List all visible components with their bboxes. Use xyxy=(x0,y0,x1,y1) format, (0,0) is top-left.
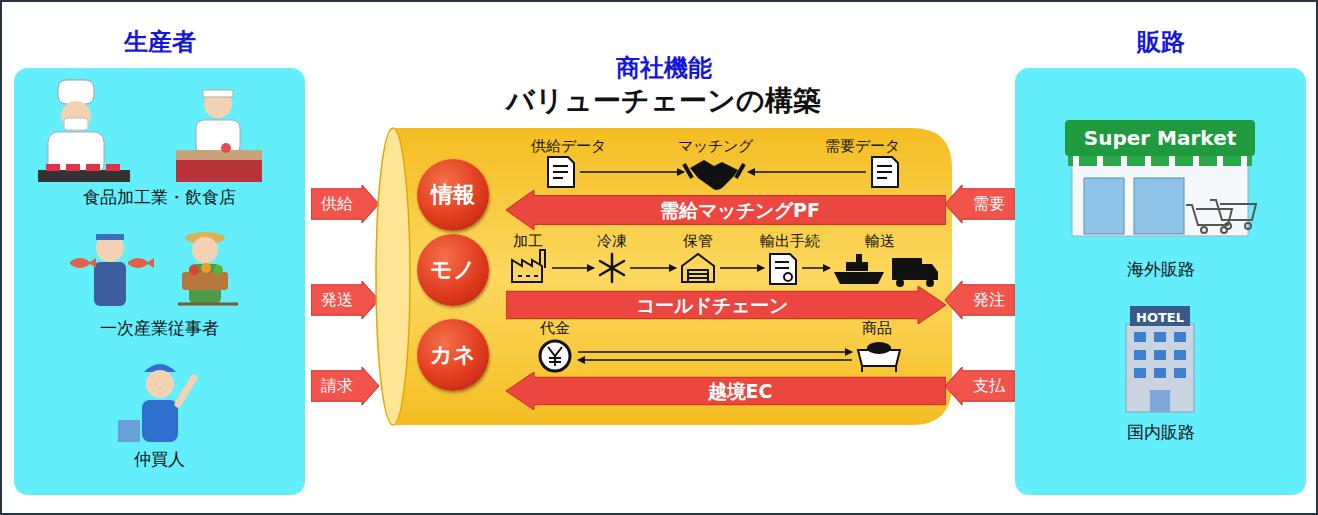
label-slot: 代金 xyxy=(435,318,675,337)
snowflake-icon xyxy=(600,254,624,282)
hotel-illustration xyxy=(1126,306,1194,412)
supermarket-illustration xyxy=(1065,120,1256,236)
group-label: 海外販路 xyxy=(1127,259,1195,279)
group-label: バリューチェーンの構築 xyxy=(500,84,827,118)
flow-arrow xyxy=(552,267,594,269)
arrow-outline xyxy=(311,281,379,319)
label: 供給データ xyxy=(531,137,606,155)
label: HOTEL xyxy=(1136,310,1184,326)
fisherman-figure xyxy=(70,234,154,306)
sales-channel-panel: 販路海外販路国内販路 xyxy=(1015,28,1306,495)
info-circle: 情報 xyxy=(417,159,489,231)
flow-arrow xyxy=(578,351,852,353)
text-slot: 一次産業従事者 xyxy=(14,318,305,338)
text-slot: 生産者 xyxy=(14,28,305,57)
text-slot: 販路 xyxy=(1015,28,1306,57)
cook-figure xyxy=(176,90,262,182)
cold-chain-band: コールドチェーン xyxy=(506,286,946,324)
label-slot: HOTEL xyxy=(1040,307,1280,326)
arrow-label: 支払 xyxy=(973,376,1005,395)
handshake-icon xyxy=(684,160,744,190)
group-label: 食品加工業・飲食店 xyxy=(83,187,236,207)
arrow-outline xyxy=(506,190,946,230)
label-slot: 商品 xyxy=(757,318,997,337)
arrow-outline xyxy=(506,286,946,324)
arrow-outline xyxy=(945,281,1015,319)
flow-arrow xyxy=(748,171,866,173)
label: 需要データ xyxy=(825,137,900,155)
ship-truck-icon xyxy=(834,254,938,287)
flow-arrow xyxy=(720,267,764,269)
matching-band: 需給マッチングPF xyxy=(506,190,946,230)
label: マッチング xyxy=(678,137,753,155)
heading: 生産者 xyxy=(124,28,196,57)
flow-arrow xyxy=(802,267,830,269)
label: 代金 xyxy=(540,319,570,337)
arrow-label: 越境EC xyxy=(708,380,773,403)
label: 輸送 xyxy=(865,232,895,250)
arrow-label: 供給 xyxy=(321,194,353,213)
demand-arrow: 需要 xyxy=(945,185,1015,223)
cylinder-body xyxy=(393,128,952,425)
arrow-outline xyxy=(506,372,946,410)
order-arrow: 発注 xyxy=(945,281,1015,319)
label: 加工 xyxy=(513,232,543,250)
arrow-label: コールドチェーン xyxy=(636,294,788,317)
factory-icon xyxy=(512,250,545,282)
arrow-label: 需要 xyxy=(973,194,1005,213)
flow-arrow xyxy=(578,359,852,361)
text-slot: 仲買人 xyxy=(14,449,305,469)
circle-label: カネ xyxy=(430,342,476,368)
label: Super Market xyxy=(1084,126,1237,150)
group-label: 国内販路 xyxy=(1127,422,1195,442)
text-slot: 海外販路 xyxy=(1015,259,1306,279)
circle-label: モノ xyxy=(430,257,476,283)
label: 冷凍 xyxy=(597,232,627,250)
arrow-outline xyxy=(311,367,379,405)
heading: 商社機能 xyxy=(610,54,718,83)
label: 保管 xyxy=(683,232,713,250)
flow-arrow xyxy=(630,267,676,269)
label: 商品 xyxy=(862,319,892,337)
product-tray-icon xyxy=(858,342,900,372)
text-slot: 食品加工業・飲食店 xyxy=(14,187,305,207)
label-slot: 供給データ xyxy=(448,136,688,155)
arrow-label: 発注 xyxy=(973,290,1005,309)
cross-border-band: 越境EC xyxy=(506,372,946,410)
farmer-figure xyxy=(178,232,238,304)
broker-figure xyxy=(118,364,194,442)
arrow-outline xyxy=(311,185,379,223)
arrow-outline xyxy=(945,367,1015,405)
money-circle: カネ xyxy=(417,319,489,391)
text-slot: バリューチェーンの構築 xyxy=(375,84,952,118)
group-label: 一次産業従事者 xyxy=(100,318,219,338)
circle-label: 情報 xyxy=(431,182,475,208)
warehouse-icon xyxy=(682,254,714,282)
text-slot: 国内販路 xyxy=(1015,422,1306,442)
billing-arrow: 請求 xyxy=(311,367,379,405)
chef-figure xyxy=(38,80,130,182)
label-slot: Super Market xyxy=(1040,126,1280,150)
arrow-label: 請求 xyxy=(321,376,353,395)
flow-arrow xyxy=(580,171,684,173)
text-slot: 商社機能 xyxy=(375,54,952,83)
arrow-outline xyxy=(945,185,1015,223)
export-doc-icon xyxy=(770,254,796,284)
supply-arrow: 供給 xyxy=(311,185,379,223)
payment-arrow: 支払 xyxy=(945,367,1015,405)
goods-circle: モノ xyxy=(417,234,489,306)
group-label: 仲買人 xyxy=(134,449,185,469)
label: 輸出手続 xyxy=(760,232,820,250)
heading: 販路 xyxy=(1137,28,1185,57)
yen-coin-icon xyxy=(540,341,570,371)
arrow-label: 発送 xyxy=(321,290,353,309)
cylinder-cap xyxy=(376,128,410,425)
shipping-arrow: 発送 xyxy=(311,281,379,319)
arrow-label: 需給マッチングPF xyxy=(660,199,820,222)
label-slot: マッチング xyxy=(595,136,835,155)
label-slot: 需要データ xyxy=(742,136,982,155)
